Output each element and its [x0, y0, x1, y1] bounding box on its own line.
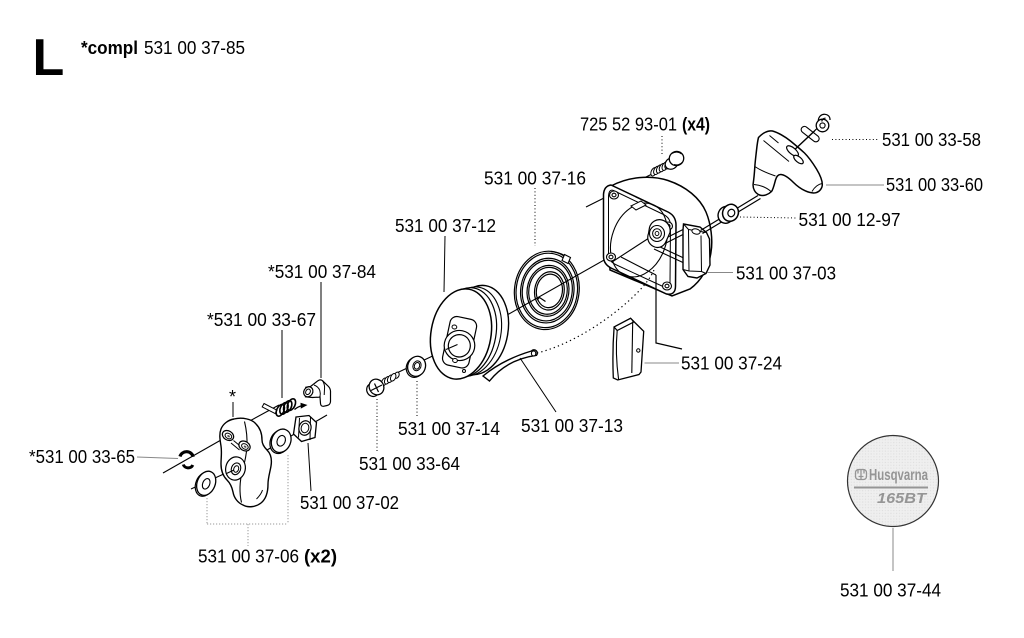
svg-text:531 00 37-14: 531 00 37-14: [398, 419, 500, 439]
svg-text:531 00 33-60: 531 00 33-60: [886, 175, 983, 195]
svg-text:*531 00 37-84: *531 00 37-84: [268, 262, 376, 282]
svg-text:531 00 33-58: 531 00 33-58: [882, 130, 981, 150]
svg-text:(x4): (x4): [682, 115, 710, 135]
svg-text:531 00 37-85: 531 00 37-85: [144, 38, 245, 58]
svg-text:725 52 93-01: 725 52 93-01: [580, 115, 677, 135]
svg-text:531 00 37-44: 531 00 37-44: [840, 581, 941, 601]
svg-text:531 00 12-97: 531 00 12-97: [799, 210, 901, 230]
svg-text:531 00 37-12: 531 00 37-12: [395, 216, 496, 236]
svg-text:531 00 37-13: 531 00 37-13: [521, 416, 623, 436]
svg-text:*531 00 33-65: *531 00 33-65: [29, 447, 135, 467]
svg-text:531 00 37-06: 531 00 37-06: [198, 547, 299, 567]
svg-text:531 00 37-03: 531 00 37-03: [736, 264, 836, 284]
svg-text:*: *: [229, 387, 236, 407]
svg-text:Husqvarna: Husqvarna: [869, 467, 928, 484]
svg-text:531 00 37-02: 531 00 37-02: [300, 493, 399, 513]
svg-text:*531 00 33-67: *531 00 33-67: [207, 310, 316, 330]
svg-text:531 00 33-64: 531 00 33-64: [359, 454, 460, 474]
svg-text:*compl: *compl: [81, 38, 138, 58]
svg-text:(x2): (x2): [304, 547, 337, 567]
svg-text:L: L: [33, 29, 65, 87]
svg-text:531 00 37-24: 531 00 37-24: [681, 354, 782, 374]
svg-text:165BT: 165BT: [877, 490, 928, 507]
svg-text:531 00 37-16: 531 00 37-16: [484, 169, 586, 189]
